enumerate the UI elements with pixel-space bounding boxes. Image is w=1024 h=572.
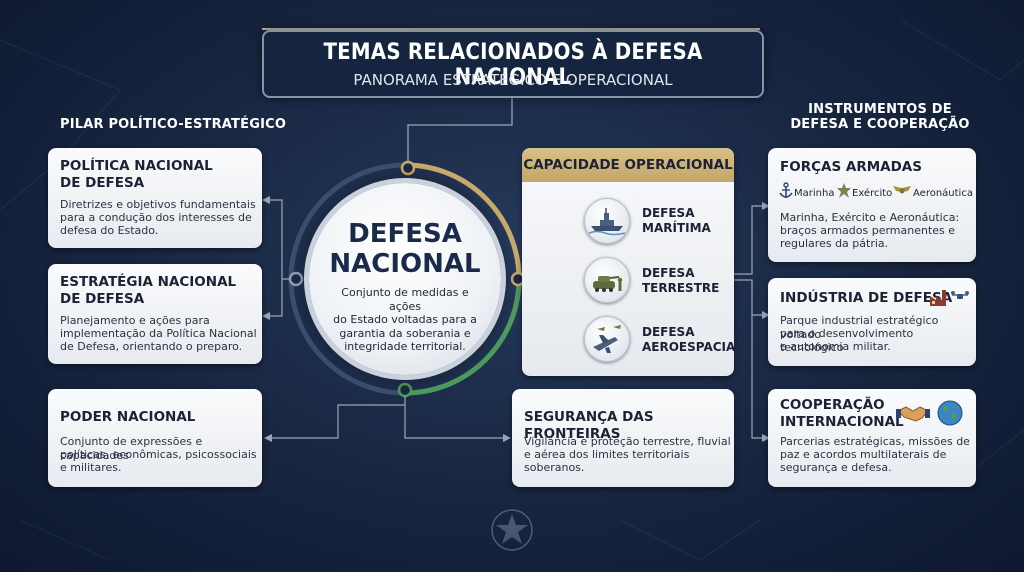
cap-item-aeroespacial: DEFESA AEROESPACIAL: [642, 325, 734, 355]
card-seguranca-fronteiras: SEGURANÇA DAS FRONTEIRAS Vigilância e pr…: [512, 389, 734, 487]
center-text-line1: Conjunto de medidas e ações: [341, 286, 469, 313]
cap-label-line1: DEFESA: [642, 325, 695, 339]
card-text-line1: Parcerias estratégicas, missões de: [780, 435, 970, 448]
handshake-icon: [896, 406, 930, 422]
card-text-line2: braços armados permanentes e: [780, 224, 956, 237]
capacidade-header: CAPACIDADE OPERACIONAL: [522, 148, 734, 182]
center-text-line3: garantia da soberania e: [339, 326, 471, 340]
card-estrategia-nacional: ESTRATÉGIA NACIONAL DE DEFESA Planejamen…: [48, 264, 262, 364]
air-force-wings-icon: [893, 186, 911, 194]
page-title: TEMAS RELACIONADOS À DEFESA NACIONAL: [323, 40, 703, 90]
cap-item-maritima: DEFESA MARÍTIMA: [642, 206, 711, 236]
center-title: DEFESA NACIONAL: [309, 219, 501, 279]
card-text-line1: Vigilância e proteção terrestre, fluvial: [524, 435, 731, 448]
capacidade-operacional-box: CAPACIDADE OPERACIONAL DEFESA MARÍTIMA D…: [522, 148, 734, 376]
page-subtitle: PANORAMA ESTRATÉGICO E OPERACIONAL: [353, 71, 673, 89]
card-title-line1: ESTRATÉGIA NACIONAL: [60, 274, 237, 290]
branch-aeronautica: Aeronáutica: [913, 188, 973, 199]
tank-icon: [584, 257, 630, 303]
right-section-label: INSTRUMENTOS DE DEFESA E COOPERAÇÃO: [790, 102, 970, 132]
card-poder-nacional: PODER NACIONAL Conjunto de expressões e …: [48, 389, 262, 487]
cap-label-line1: DEFESA: [642, 206, 695, 220]
card-text-line3: regulares da pátria.: [780, 237, 889, 250]
title-box: TEMAS RELACIONADOS À DEFESA NACIONAL PAN…: [262, 30, 764, 98]
card-title-line1: SEGURANÇA DAS FRONTEIRAS: [524, 409, 654, 442]
fighter-jet-icon: [584, 316, 630, 362]
card-text-line2: e aérea dos limites territoriais: [524, 448, 690, 461]
center-title-line2: NACIONAL: [329, 249, 481, 279]
emblem-icon: [491, 509, 533, 551]
card-cooperacao-internacional: COOPERAÇÃO INTERNACIONAL Parcerias estra…: [768, 389, 976, 487]
card-title-line1: FORÇAS ARMADAS: [780, 159, 922, 175]
card-text-line2: implementação da Política Nacional: [60, 327, 257, 340]
card-text-line2: para o desenvolvimento tecnológico: [780, 327, 914, 354]
right-label-line1: INSTRUMENTOS DE: [808, 102, 952, 117]
anchor-icon: [779, 182, 793, 198]
card-title-line1: POLÍTICA NACIONAL: [60, 158, 213, 174]
card-title-line1: PODER NACIONAL: [60, 409, 196, 425]
card-text-line1: Planejamento e ações para: [60, 314, 210, 327]
card-text-line1: Conjunto de expressões e capacidades: [60, 435, 203, 462]
card-forcas-armadas: FORÇAS ARMADAS Marinha Exército Aeronáut…: [768, 148, 976, 262]
card-text-line2: para a condução dos interesses de: [60, 211, 252, 224]
card-title-line1: INDÚSTRIA DE DEFESA: [780, 290, 953, 306]
card-text-line3: de Defesa, orientando o preparo.: [60, 340, 243, 353]
right-label-line2: DEFESA E COOPERAÇÃO: [790, 117, 970, 132]
card-title-line2: DE DEFESA: [60, 291, 145, 307]
card-title-line1: COOPERAÇÃO: [780, 397, 885, 413]
card-text-line2: paz e acordos multilaterais de: [780, 448, 947, 461]
branch-exercito: Exército: [852, 188, 893, 199]
card-politica-nacional: POLÍTICA NACIONAL DE DEFESA Diretrizes e…: [48, 148, 262, 248]
card-text-line2: políticas, econômicas, psicossociais: [60, 448, 257, 461]
center-text-line4: integridade territorial.: [344, 340, 466, 353]
center-title-line1: DEFESA: [348, 219, 462, 249]
center-text-line2: do Estado voltadas para a: [333, 313, 477, 326]
card-title-line2: DE DEFESA: [60, 175, 145, 191]
cap-label-line2: MARÍTIMA: [642, 221, 711, 235]
card-text-line1: Parque industrial estratégico voltado: [780, 314, 939, 341]
cap-item-terrestre: DEFESA TERRESTRE: [642, 266, 719, 296]
left-section-label: PILAR POLÍTICO-ESTRATÉGICO: [60, 117, 287, 132]
card-text-line3: soberanos.: [524, 461, 585, 474]
army-emblem-icon: [837, 183, 851, 198]
warship-icon: [584, 198, 630, 244]
card-text-line3: e autonomia militar.: [780, 340, 891, 353]
branch-marinha: Marinha: [794, 188, 835, 199]
card-text-line1: Marinha, Exército e Aeronáutica:: [780, 211, 960, 224]
card-industria-defesa: INDÚSTRIA DE DEFESA Parque industrial es…: [768, 278, 976, 366]
center-circle: DEFESA NACIONAL Conjunto de medidas e aç…: [309, 183, 501, 375]
card-text-line1: Diretrizes e objetivos fundamentais: [60, 198, 256, 211]
globe-icon: [937, 400, 963, 426]
card-text-line3: segurança e defesa.: [780, 461, 892, 474]
cap-label-line2: TERRESTRE: [642, 281, 720, 295]
center-text: Conjunto de medidas e ações do Estado vo…: [325, 286, 485, 354]
card-text-line3: e militares.: [60, 461, 122, 474]
factory-drone-icon: [930, 290, 969, 306]
cap-label-line2: AEROESPACIAL: [642, 340, 734, 354]
card-title-line2: INTERNACIONAL: [780, 414, 904, 430]
card-text-line3: defesa do Estado.: [60, 224, 159, 237]
cap-label-line1: DEFESA: [642, 266, 695, 280]
